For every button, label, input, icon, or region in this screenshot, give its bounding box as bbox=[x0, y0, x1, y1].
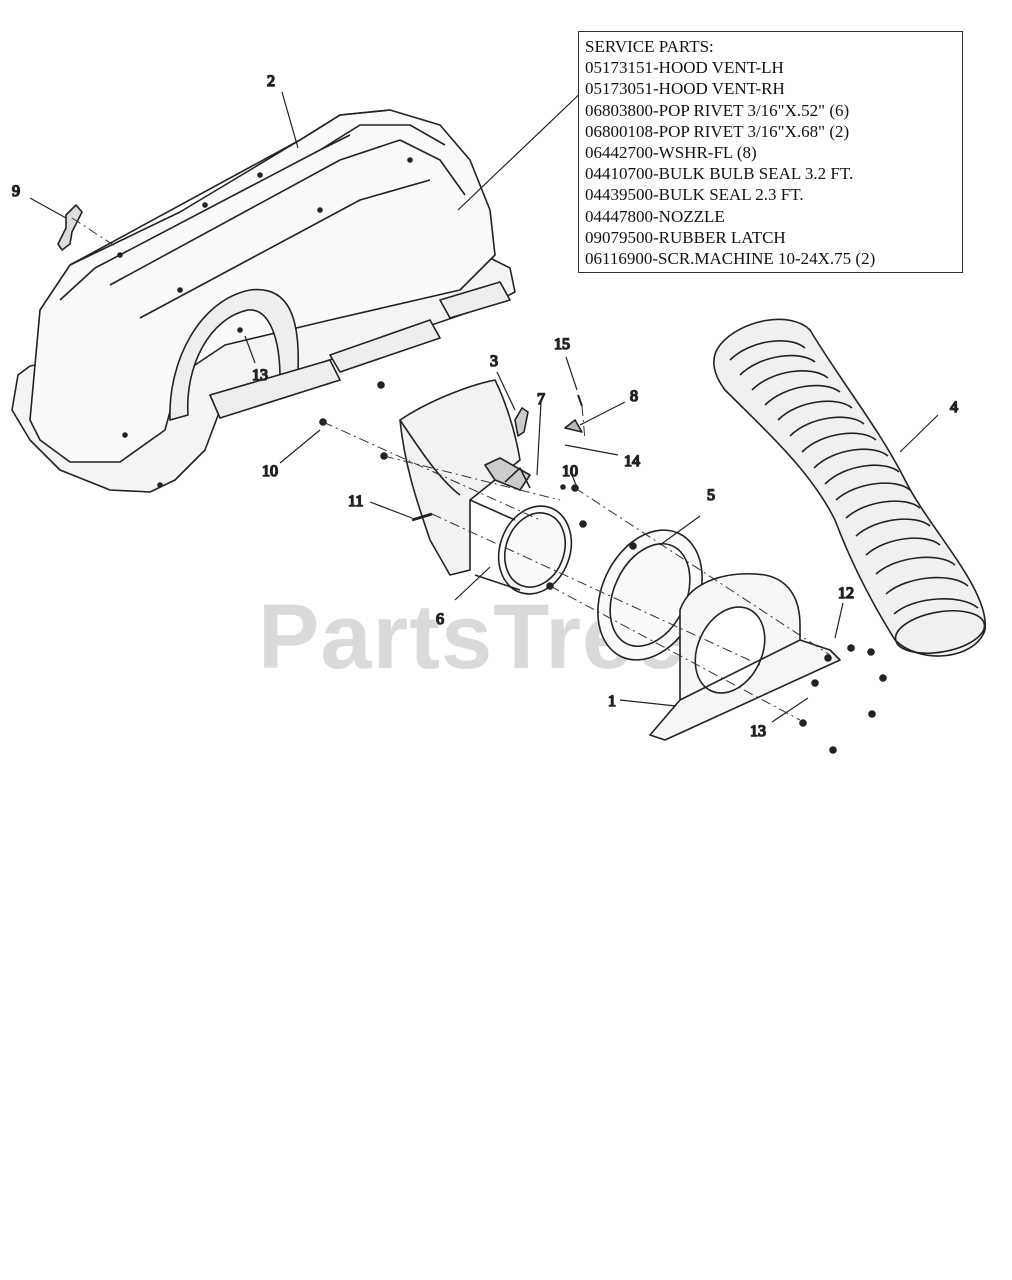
callout-8: 8 bbox=[630, 388, 638, 405]
service-parts-box: SERVICE PARTS: 05173151-HOOD VENT-LH 051… bbox=[578, 31, 963, 273]
callout-13-hood: 13 bbox=[252, 367, 268, 384]
callout-1: 1 bbox=[608, 693, 616, 710]
service-part-item: 06800108-POP RIVET 3/16"X.68" (2) bbox=[585, 121, 850, 141]
callout-14: 14 bbox=[624, 453, 640, 470]
hose-part bbox=[713, 318, 986, 657]
nozzle-part bbox=[399, 379, 573, 595]
service-part-item: 06803800-POP RIVET 3/16"X.52" (6) bbox=[585, 100, 850, 120]
callout-10-left: 10 bbox=[262, 463, 278, 480]
latch-clip-part bbox=[514, 407, 529, 437]
callout-15: 15 bbox=[554, 336, 570, 353]
service-part-item: 04439500-BULK SEAL 2.3 FT. bbox=[585, 185, 804, 205]
callout-9: 9 bbox=[12, 183, 20, 200]
callout-12: 12 bbox=[838, 585, 854, 602]
service-part-item: 09079500-RUBBER LATCH bbox=[585, 227, 786, 247]
callout-10-right: 10 bbox=[562, 463, 578, 480]
callout-6: 6 bbox=[436, 611, 444, 628]
callout-13-bracket: 13 bbox=[750, 723, 766, 740]
bracket-part bbox=[649, 572, 841, 741]
rubber-latch-part bbox=[57, 204, 83, 251]
callout-5: 5 bbox=[707, 487, 715, 504]
service-part-item: 05173051-HOOD VENT-RH bbox=[585, 79, 785, 99]
leader-lines bbox=[29, 85, 939, 723]
service-part-item: 05173151-HOOD VENT-LH bbox=[585, 58, 784, 78]
service-parts-heading: SERVICE PARTS: bbox=[585, 37, 714, 56]
service-part-item: 06442700-WSHR-FL (8) bbox=[585, 143, 757, 163]
service-part-item: 06116900-SCR.MACHINE 10-24X.75 (2) bbox=[585, 249, 876, 269]
callout-7: 7 bbox=[537, 391, 545, 408]
callout-4: 4 bbox=[950, 399, 958, 416]
callout-2: 2 bbox=[267, 73, 275, 90]
service-part-item: 04410700-BULK BULB SEAL 3.2 FT. bbox=[585, 164, 854, 184]
hood-part bbox=[11, 109, 516, 493]
callout-3: 3 bbox=[490, 353, 498, 370]
callout-11: 11 bbox=[348, 493, 363, 510]
assembly-lines bbox=[71, 217, 831, 721]
service-part-item: 04447800-NOZZLE bbox=[585, 206, 725, 226]
